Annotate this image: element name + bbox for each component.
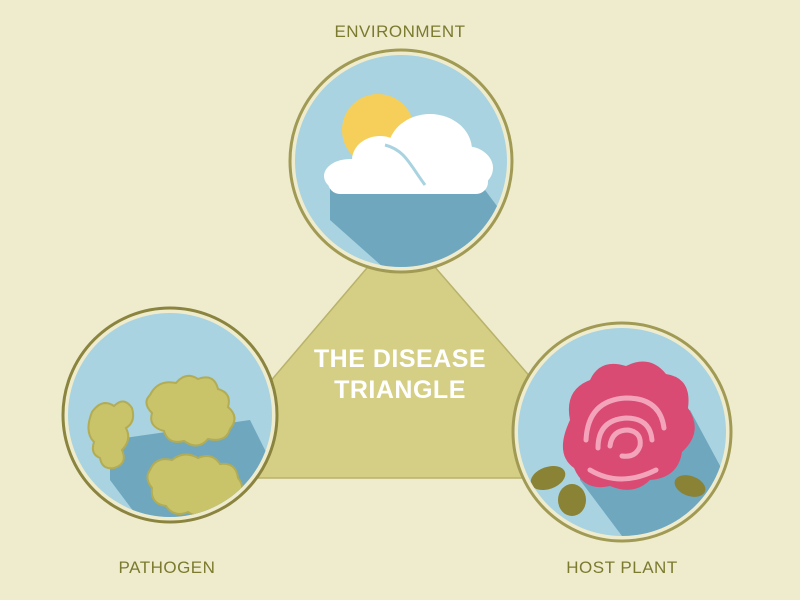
host-plant-node	[511, 321, 733, 543]
title-line-2: TRIANGLE	[334, 376, 466, 404]
sun-cloud-icon	[324, 94, 507, 267]
environment-node	[288, 48, 514, 274]
host-plant-label: HOST PLANT	[566, 558, 678, 577]
triangle-shape	[186, 226, 620, 479]
title-line-1: THE DISEASE	[313, 345, 487, 373]
pathogen-cells-icon	[87, 374, 272, 517]
diagram-title: THE DISEASE TRIANGLE	[280, 344, 520, 406]
pathogen-label: PATHOGEN	[118, 558, 216, 577]
environment-label: ENVIRONMENT	[334, 22, 466, 41]
pathogen-node	[61, 306, 279, 524]
